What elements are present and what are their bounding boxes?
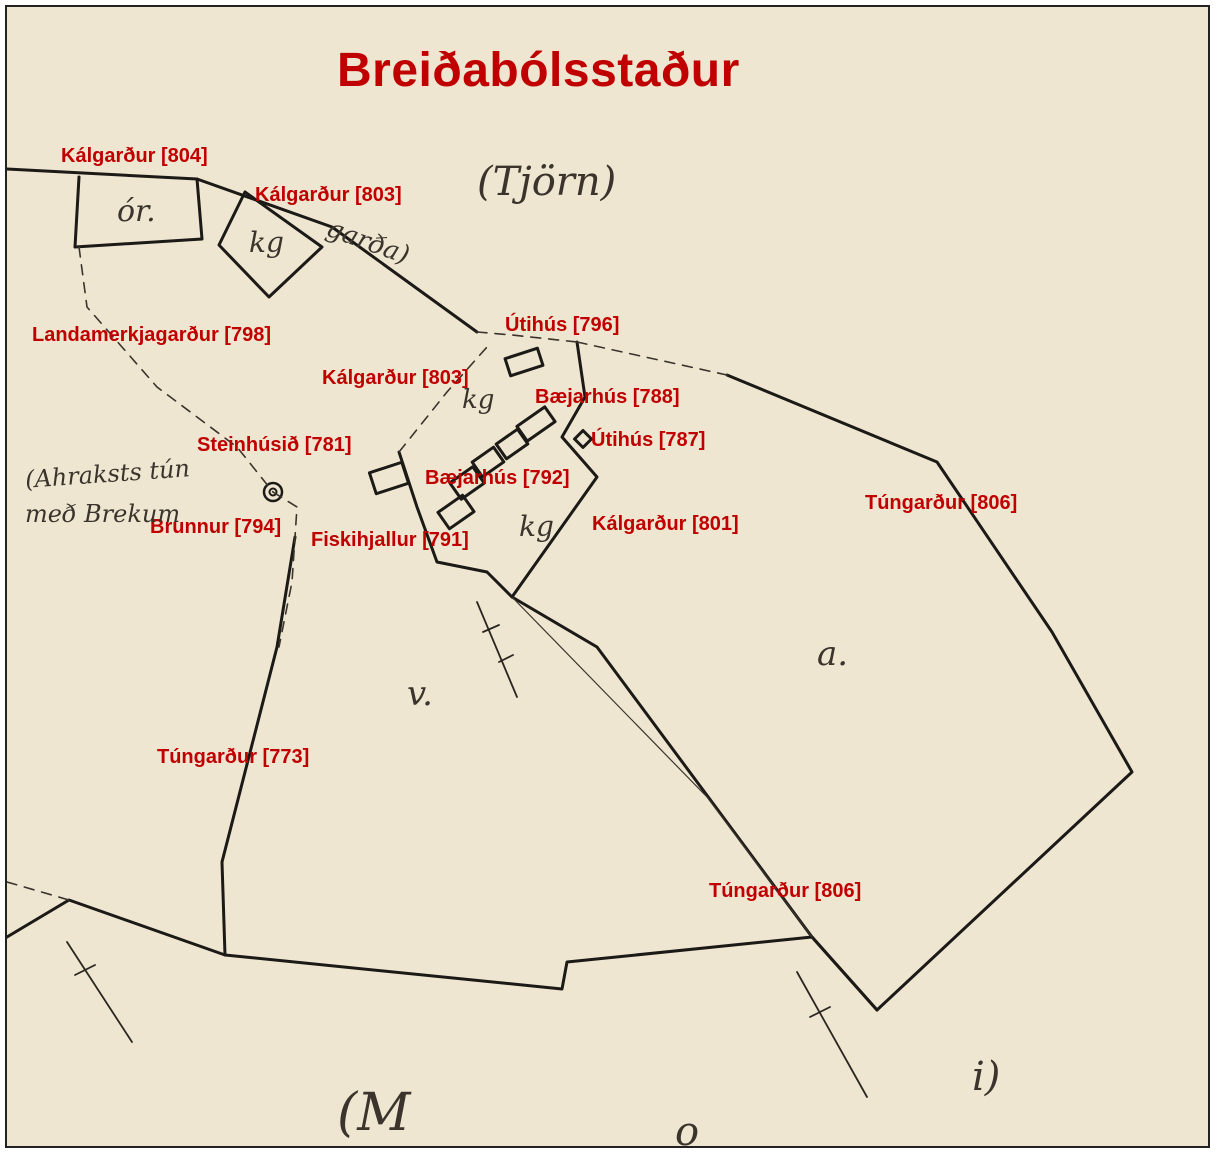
handwriting-v: v. <box>407 674 433 714</box>
handwriting-a: a. <box>817 634 849 674</box>
handwriting-i: i) <box>972 1054 1001 1100</box>
building-792b <box>470 445 506 479</box>
path-marker-1 <box>476 601 518 698</box>
boundary-line-farm-north <box>476 331 578 343</box>
building-787 <box>573 429 593 449</box>
thin-line-diagonal <box>511 596 813 938</box>
label-fiskihjallur-791: Fiskihjallur [791] <box>311 529 469 551</box>
east-field-outline <box>510 373 1134 1012</box>
building-792c <box>448 465 486 501</box>
path-marker-3 <box>796 971 868 1098</box>
well-794 <box>262 481 284 503</box>
label-utihus-796: Útihús [796] <box>505 314 620 336</box>
kalgardur-804-outline <box>73 175 204 249</box>
boundary-line-798 <box>78 246 274 493</box>
path-marker-2 <box>66 941 133 1043</box>
label-landamerkjagardur-798: Landamerkjagarður [798] <box>32 324 271 346</box>
handwriting-o: o <box>675 1109 700 1148</box>
handwriting-med-brekum: með Brekum <box>25 500 181 528</box>
handwriting-m: (M <box>337 1083 411 1143</box>
handwriting-kg-1: kg <box>249 226 284 259</box>
building-791 <box>436 493 476 531</box>
kalgardur-803-upper-outline <box>217 190 324 299</box>
building-781 <box>367 460 411 496</box>
label-kalgardur-801: Kálgarður [801] <box>592 513 739 535</box>
wall-line-top-left <box>7 167 479 334</box>
label-kalgardur-803-upper: Kálgarður [803] <box>255 184 402 206</box>
handwriting-or: ór. <box>117 194 156 229</box>
boundary-line-farm-west <box>398 346 488 453</box>
boundary-line-794 <box>272 491 298 648</box>
building-796 <box>503 346 545 378</box>
label-tungardur-806-upper: Túngarður [806] <box>865 492 1018 514</box>
label-baejarhus-788: Bæjarhús [788] <box>535 386 680 408</box>
west-field-outline <box>220 535 297 957</box>
map-title: Breiðabólsstaður <box>337 44 740 97</box>
label-brunnur-794: Brunnur [794] <box>150 516 282 538</box>
building-792a <box>494 427 530 461</box>
label-tungardur-806-lower: Túngarður [806] <box>709 880 862 902</box>
map-linework <box>7 167 1134 1098</box>
label-kalgardur-803-lower: Kálgarður [803] <box>322 367 469 389</box>
label-steinhusid-781: Steinhúsið [781] <box>197 434 352 456</box>
boundary-line-dashed-east <box>576 341 728 376</box>
label-tungardur-773: Túngarður [773] <box>157 746 310 768</box>
boundary-line-bottom-left <box>7 881 70 901</box>
label-kalgardur-804: Kálgarður [804] <box>61 145 208 167</box>
handwriting-tjorn: (Tjörn) <box>477 159 617 205</box>
handwriting-kg-3: kg <box>519 510 554 543</box>
label-utihus-787: Útihús [787] <box>591 429 706 451</box>
handwriting-kg-2: kg <box>462 385 495 415</box>
south-wall-line <box>7 898 879 1012</box>
map-frame: Breiðabólsstaður Kálgarður [804] Kálgarð… <box>5 5 1210 1148</box>
label-baejarhus-792: Bæjarhús [792] <box>425 467 570 489</box>
